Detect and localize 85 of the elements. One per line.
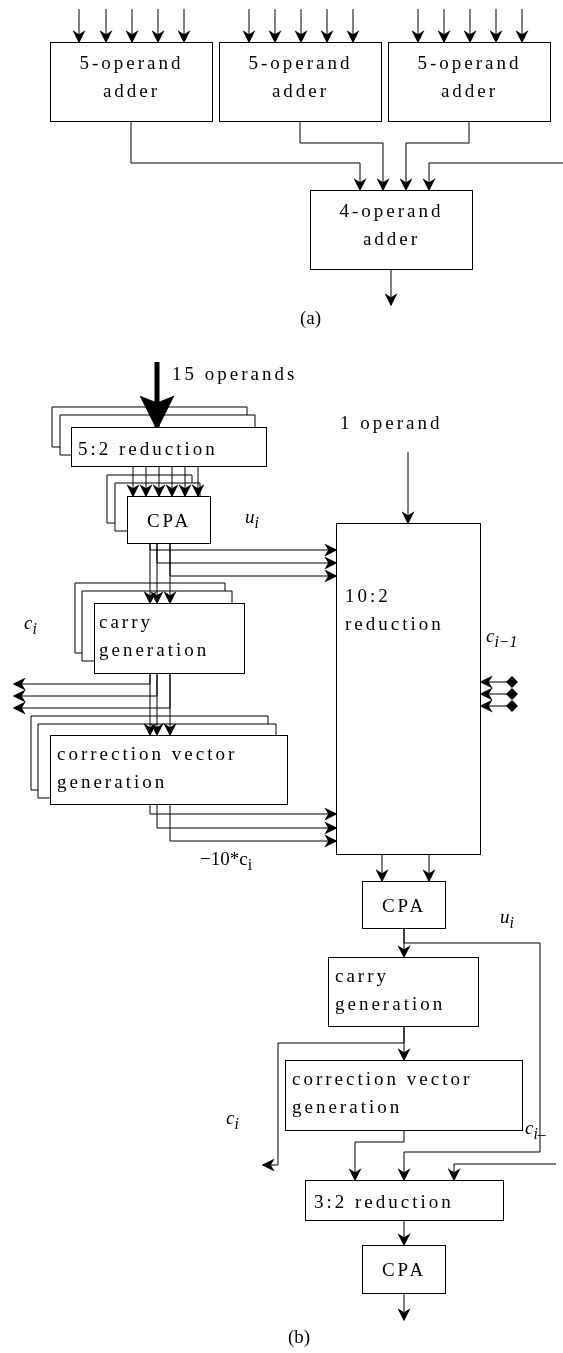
- block-box: [362, 1245, 446, 1294]
- arrow: [397, 1293, 411, 1322]
- block-label: 5:2 reduction: [78, 437, 219, 461]
- block-box: [94, 603, 245, 674]
- arrow: [397, 1220, 411, 1247]
- arrow: [479, 675, 518, 689]
- edge-label: 1 operand: [340, 413, 443, 432]
- block-box: [328, 957, 479, 1027]
- block-box: [71, 427, 267, 467]
- arrow: [299, 121, 390, 192]
- arrow: [125, 8, 139, 44]
- arrow: [294, 8, 308, 44]
- block-label: CPA: [145, 509, 193, 533]
- arrow: [165, 466, 179, 498]
- arrow: [156, 543, 338, 570]
- figure-label: (b): [288, 1327, 311, 1346]
- arrow: [163, 673, 177, 737]
- arrow: [479, 699, 518, 713]
- block-box: [336, 523, 481, 855]
- block-label: correction vector generation: [57, 742, 239, 794]
- arrow: [152, 466, 166, 498]
- block-box: [285, 1060, 523, 1131]
- arrow: [130, 121, 367, 192]
- arrow: [401, 451, 415, 525]
- arrow: [268, 8, 282, 44]
- arrow: [397, 928, 541, 1182]
- arrow: [169, 543, 338, 583]
- signal-label: c$_{i}$: [24, 613, 37, 637]
- arrow: [320, 8, 334, 44]
- figure-label: (a): [300, 308, 322, 327]
- block-label: 5-operand adder: [247, 51, 354, 103]
- block-label: CPA: [380, 894, 428, 918]
- signal-label: u$_{i}$: [245, 507, 259, 531]
- arrow: [399, 121, 470, 192]
- block-box: [310, 190, 473, 270]
- block-label: 5-operand adder: [416, 51, 523, 103]
- block-label: carry generation: [335, 964, 447, 1016]
- arrow: [422, 162, 563, 192]
- block-label: 3:2 reduction: [314, 1190, 455, 1214]
- arrow: [149, 804, 338, 821]
- arrow: [169, 804, 338, 848]
- arrow: [242, 8, 256, 44]
- arrow: [99, 8, 113, 44]
- arrow: [151, 8, 165, 44]
- arrow: [479, 687, 518, 701]
- arrow: [126, 466, 140, 498]
- arrow: [375, 854, 389, 883]
- signal-label: u$_{i}$: [500, 907, 514, 931]
- block-box: [362, 881, 446, 929]
- arrow: [191, 466, 205, 498]
- arrow: [178, 466, 192, 498]
- arrow: [489, 8, 503, 44]
- arrow: [411, 8, 425, 44]
- block-label: CPA: [380, 1258, 428, 1282]
- block-label: correction vector generation: [292, 1067, 474, 1119]
- signal-label: −10*c$_{i}$: [200, 849, 253, 873]
- arrow: [150, 673, 164, 737]
- arrow: [346, 8, 360, 44]
- block-box: [305, 1180, 504, 1221]
- arrow: [463, 8, 477, 44]
- block-box: [127, 496, 211, 544]
- arrow: [422, 854, 436, 883]
- block-box: [50, 42, 213, 122]
- block-label: 5-operand adder: [78, 51, 185, 103]
- block-label: carry generation: [99, 610, 211, 662]
- signal-label: c$_{i}$: [226, 1108, 239, 1132]
- block-label: 10:2 reduction: [345, 584, 445, 636]
- arrow: [143, 673, 157, 737]
- arrow: [348, 1130, 405, 1182]
- arrow: [261, 1026, 405, 1172]
- signal-label: c$_{i−1}$: [486, 626, 518, 650]
- arrow: [149, 543, 338, 557]
- signal-label: c$_{i–}$: [525, 1118, 546, 1142]
- arrow: [72, 8, 86, 44]
- arrow: [437, 8, 451, 44]
- block-label: 4-operand adder: [338, 199, 445, 251]
- arrow: [515, 8, 529, 44]
- arrow: [177, 8, 191, 44]
- block-box: [219, 42, 382, 122]
- arrow: [384, 269, 398, 307]
- arrow: [447, 1163, 557, 1182]
- arrow: [139, 466, 153, 498]
- block-box: [388, 42, 551, 122]
- arrow: [156, 804, 338, 835]
- block-box: [50, 735, 288, 805]
